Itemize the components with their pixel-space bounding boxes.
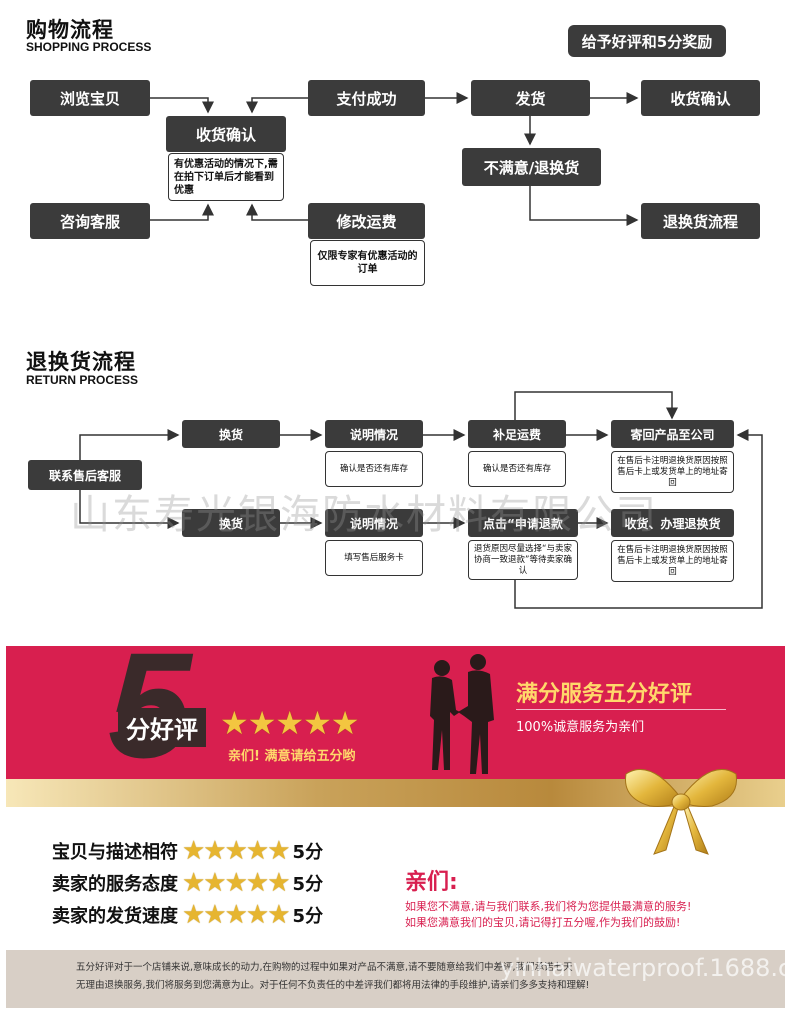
exchange-step-top: 换货: [182, 420, 280, 448]
discount-note: 有优惠活动的情况下,需在拍下订单后才能看到优惠: [168, 153, 284, 201]
message-line-2: 如果您满意我们的宝贝,请记得打五分喔,作为我们的鼓励!: [405, 916, 681, 929]
company-watermark: 山东寿光银海防水材料有限公司: [70, 492, 658, 538]
footer-line-1: 五分好评对于一个店铺来说,意味成长的动力,在购物的过程中如果对产品不满意,请不要…: [76, 962, 573, 973]
confirm-receipt-step: 收货确认: [166, 116, 286, 152]
unsatisfied-step: 不满意/退换货: [462, 148, 601, 186]
rating-stars-icon: ★★★★★: [182, 836, 291, 866]
rating-label: 卖家的服务态度: [52, 874, 178, 895]
modify-shipping-step: 修改运费: [308, 203, 425, 239]
rating-row-service: 卖家的服务态度 ★★★★★ 5分: [52, 868, 323, 898]
score-label: 分好评: [118, 708, 206, 747]
handshake-silhouette-icon: [430, 654, 494, 774]
rating-score: 5分: [292, 842, 324, 863]
gold-bow-icon: [625, 769, 737, 855]
ship-step: 发货: [471, 80, 590, 116]
rating-stars-icon: ★★★★★: [182, 868, 291, 898]
refund-note: 退货原因尽量选择“与卖家协商一致退款”等待卖家确认: [468, 540, 578, 580]
consult-step: 咨询客服: [30, 203, 150, 239]
banner-stars: ★★★★★: [220, 704, 359, 742]
return-flow-step: 退换货流程: [641, 203, 760, 239]
rating-score: 5分: [292, 874, 324, 895]
reward-badge: 给予好评和5分奖励: [568, 25, 726, 57]
rating-stars-icon: ★★★★★: [182, 900, 291, 930]
pay-success-step: 支付成功: [308, 80, 425, 116]
banner-divider: [516, 709, 726, 710]
browse-step: 浏览宝贝: [30, 80, 150, 116]
contact-service-step: 联系售后客服: [28, 460, 142, 490]
send-back-note: 在售后卡注明退换货原因按照售后卡上或发货单上的地址寄回: [611, 451, 734, 493]
rating-label: 卖家的发货速度: [52, 906, 178, 927]
stock-note-top: 确认是否还有库存: [325, 451, 423, 487]
big-five: 5: [108, 621, 192, 789]
send-back-step: 寄回产品至公司: [611, 420, 734, 448]
vip-note: 仅限专家有优惠活动的订单: [310, 240, 425, 286]
message-line-1: 如果您不满意,请与我们联系,我们将为您提供最满意的服务!: [405, 900, 692, 913]
footer-notice: 五分好评对于一个店铺来说,意味成长的动力,在购物的过程中如果对产品不满意,请不要…: [6, 950, 785, 1008]
rating-row-shipping: 卖家的发货速度 ★★★★★ 5分: [52, 900, 323, 930]
explain-step-top: 说明情况: [325, 420, 423, 448]
shopping-subtitle: SHOPPING PROCESS: [26, 40, 152, 54]
banner-headline: 满分服务五分好评: [516, 682, 693, 707]
apply-refund-step: 点击“申请退款: [468, 509, 578, 537]
shopping-title: 购物流程: [26, 18, 114, 42]
service-card-note: 填写售后服务卡: [325, 540, 423, 576]
rating-label: 宝贝与描述相符: [52, 842, 178, 863]
exchange-step-bottom: 换货: [182, 509, 280, 537]
top-up-shipping-step: 补足运费: [468, 420, 566, 448]
receive-exchange-note: 在售后卡注明退换货原因按照售后卡上或发货单上的地址寄回: [611, 540, 734, 582]
banner-tagline: 100%诚意服务为亲们: [516, 720, 645, 735]
return-title: 退换货流程: [26, 350, 136, 374]
return-subtitle: RETURN PROCESS: [26, 373, 139, 387]
banner-subtext: 亲们! 满意请给五分哟: [228, 749, 356, 764]
message-greeting: 亲们:: [405, 870, 458, 895]
footer-line-2: 无理由退换服务,我们将服务到您满意为止。对于任何不负责任的中差评我们都将用法律的…: [76, 980, 590, 991]
receive-exchange-step: 收货、办理退换货: [611, 509, 734, 537]
rating-row-description: 宝贝与描述相符 ★★★★★ 5分: [52, 836, 323, 866]
receive-confirm-step: 收货确认: [641, 80, 760, 116]
stock-note-bottom: 确认是否还有库存: [468, 451, 566, 487]
explain-step-bottom: 说明情况: [325, 509, 423, 537]
rating-score: 5分: [292, 906, 324, 927]
site-watermark: yinhaiwaterproof.1688.com: [500, 954, 790, 982]
